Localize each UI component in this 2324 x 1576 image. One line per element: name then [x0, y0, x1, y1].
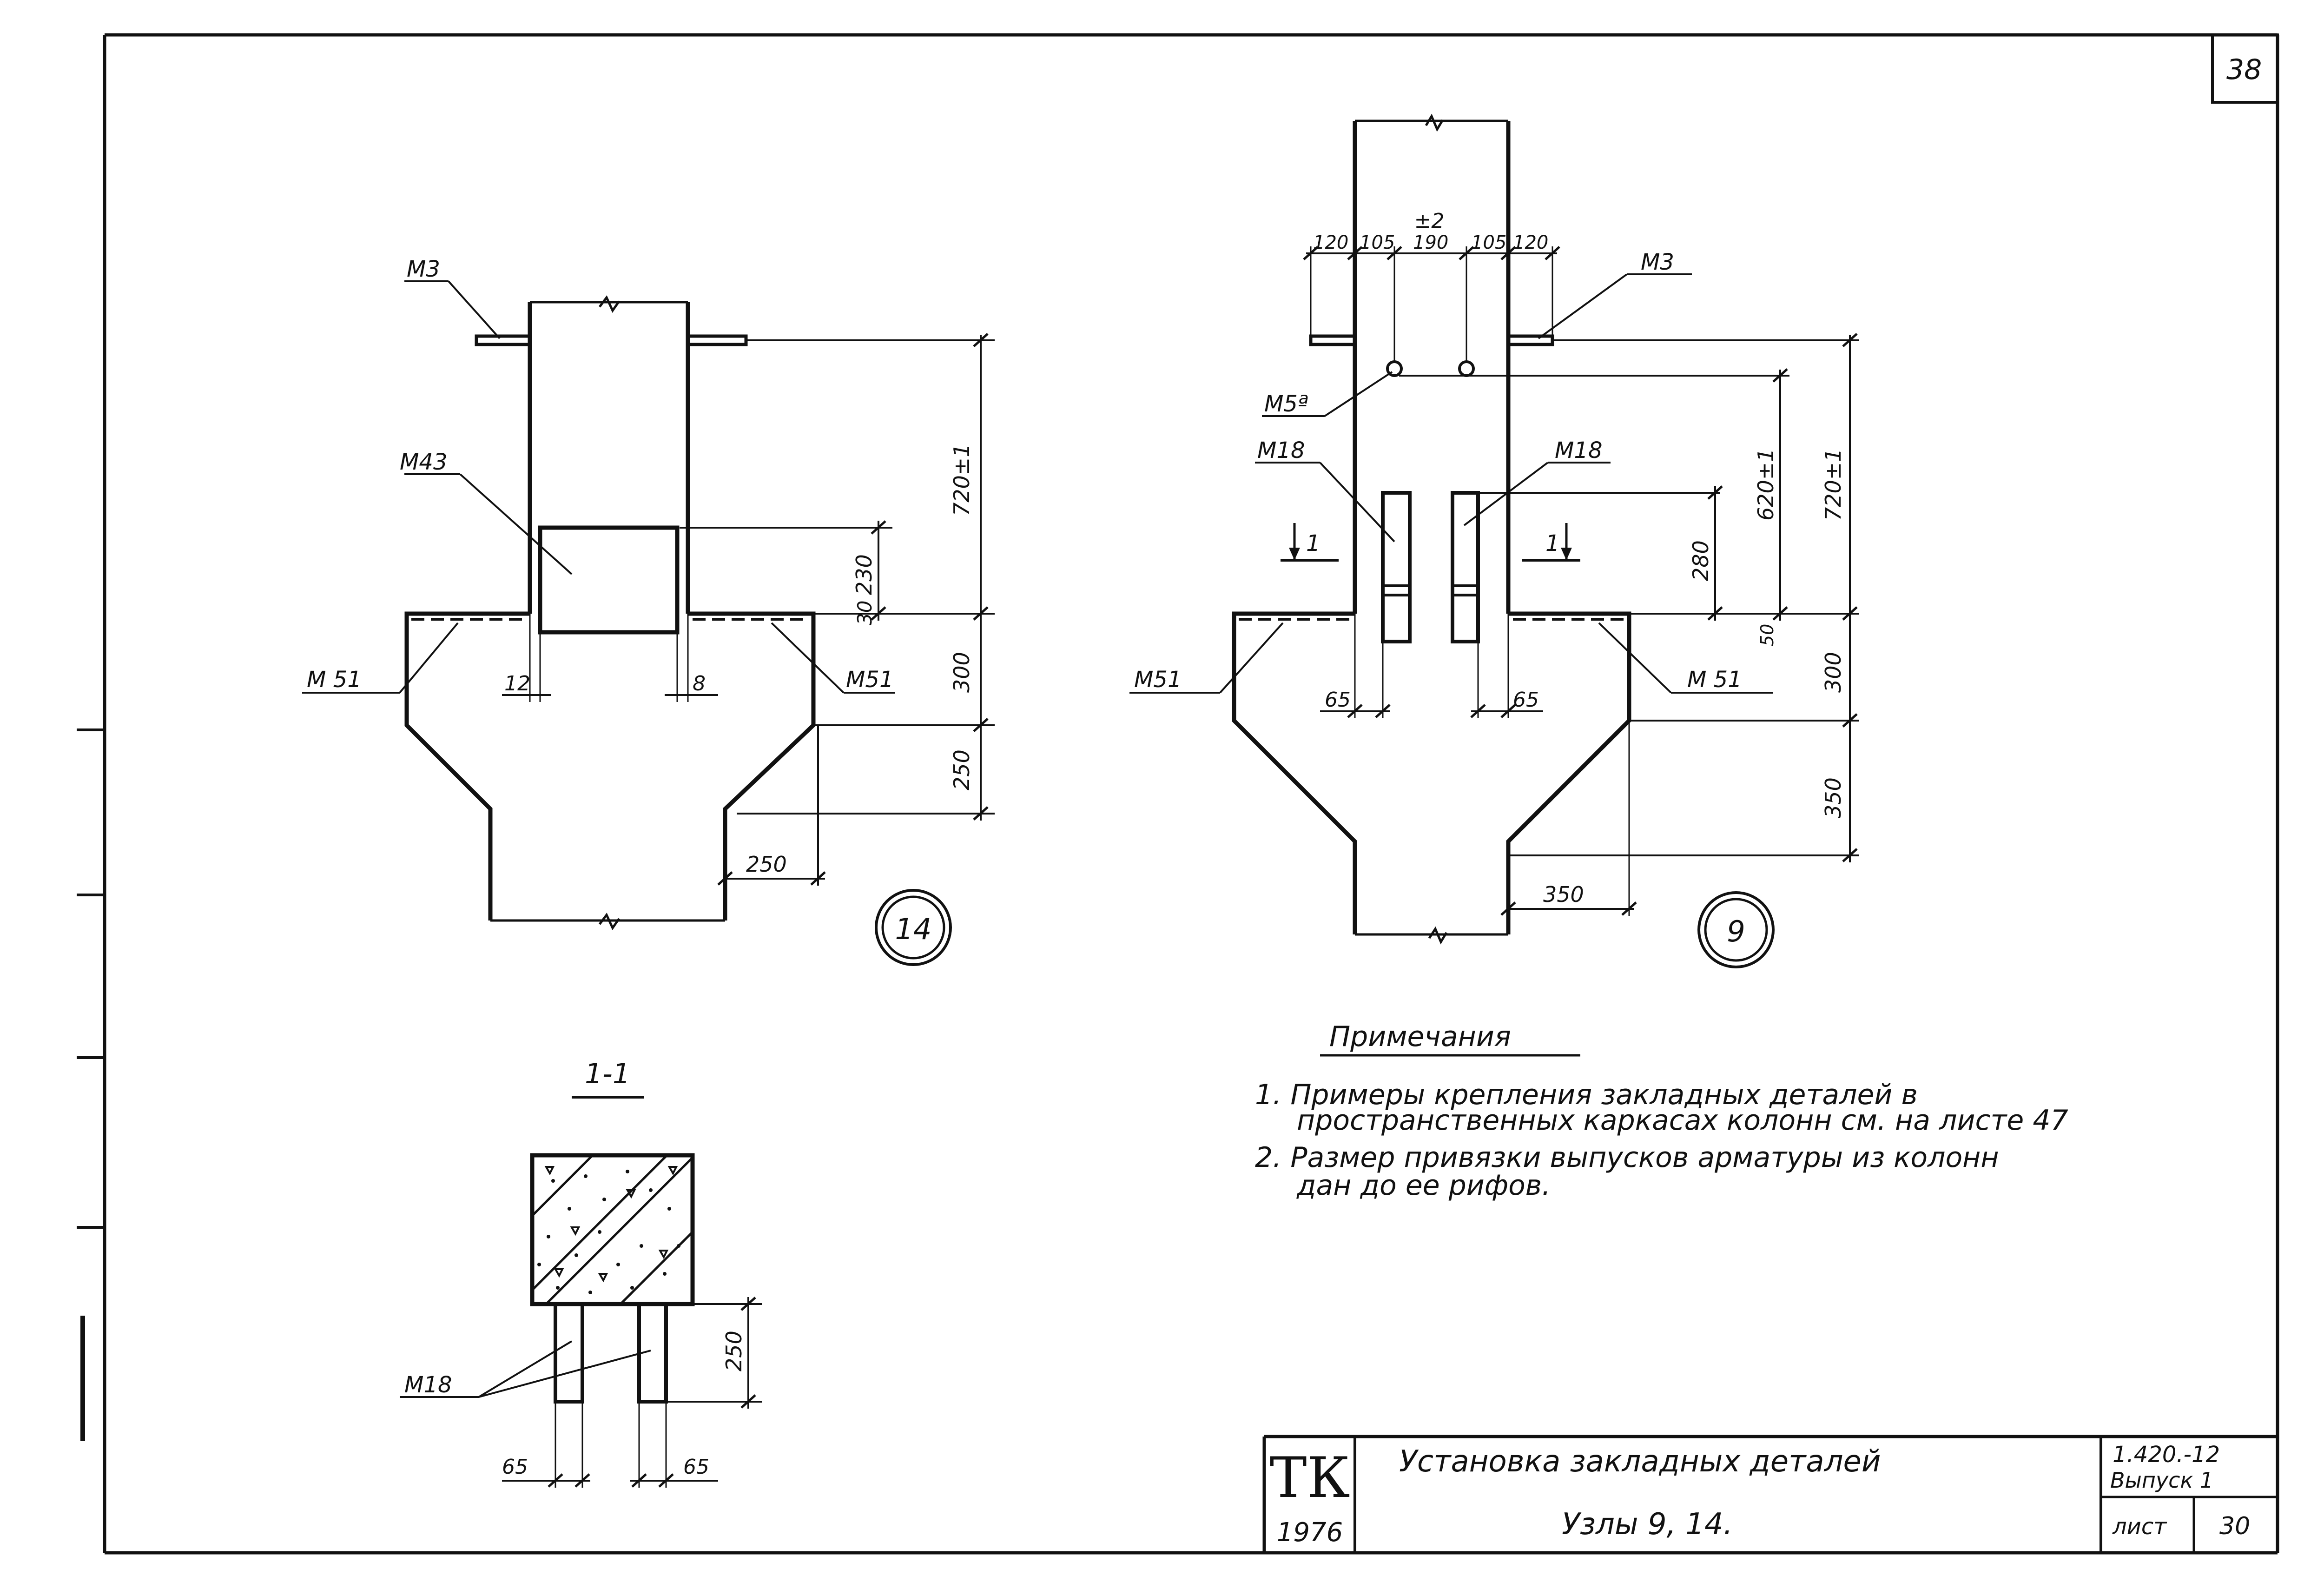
note-line-3: 2. Размер привязки выпусков арматуры из …	[1255, 1141, 1999, 1174]
node-14-drawing	[302, 280, 995, 966]
section-dim-250: 250	[721, 1331, 746, 1371]
node14-dim-8: 8	[693, 672, 706, 695]
node14-dim-300: 300	[949, 652, 974, 693]
section-title: 1-1	[585, 1058, 630, 1090]
page-number-box: 38	[2211, 33, 2279, 104]
node9-m18-left-label: М18	[1257, 437, 1305, 464]
node9-dim-65-right: 65	[1513, 688, 1539, 712]
sheet-number: 30	[2219, 1512, 2250, 1540]
node9-dim-120-left: 120	[1313, 232, 1348, 253]
node14-dim-30: 30	[853, 601, 876, 625]
node14-m43-label: М43	[400, 449, 448, 475]
node9-m51-right-label: М 51	[1687, 667, 1742, 693]
node9-m3-label: М3	[1641, 249, 1674, 275]
node9-cut-mark-right: 1	[1545, 530, 1560, 556]
node9-dim-350-horizontal: 350	[1543, 882, 1584, 907]
node-9-drawing	[1129, 113, 1859, 968]
title-block	[1262, 1435, 2278, 1554]
node14-dim-720: 720±1	[949, 444, 974, 516]
node9-dim-65-left: 65	[1325, 688, 1351, 712]
page-number: 38	[2226, 53, 2262, 86]
node9-dim-350-vertical: 350	[1821, 777, 1846, 818]
node9-m51-left-label: М51	[1134, 667, 1182, 693]
section-1-1-drawing	[400, 1096, 762, 1488]
drawing-frame	[77, 33, 2279, 1555]
node9-dim-280: 280	[1688, 540, 1713, 581]
drawing-title-line1: Установка закладных деталей	[1399, 1444, 1881, 1479]
node9-dim-120-right: 120	[1513, 232, 1548, 253]
note-line-1: 1. Примеры крепления закладных деталей в	[1255, 1079, 1918, 1111]
node9-dim-50: 50	[1757, 624, 1777, 646]
node9-badge-number: 9	[1727, 914, 1745, 948]
node14-m51-left-label: М 51	[307, 667, 362, 693]
node9-dim-720: 720±1	[1821, 448, 1846, 521]
note-line-2: пространственных каркасах колонн см. на …	[1297, 1104, 2068, 1137]
node9-dim-620: 620±1	[1753, 448, 1778, 521]
sheet-label: лист	[2112, 1514, 2167, 1540]
node9-m18-right-label: М18	[1555, 437, 1603, 464]
node9-dim-300: 300	[1821, 652, 1846, 693]
stamp-year: 1976	[1277, 1517, 1343, 1548]
section-m18-label: М18	[404, 1372, 452, 1398]
node14-badge-number: 14	[895, 912, 932, 946]
node14-m51-right-label: М51	[846, 667, 894, 693]
node14-m3-label: М3	[407, 256, 440, 282]
node14-dim-230: 230	[852, 554, 877, 595]
node9-m5a-label: М5ª	[1264, 391, 1308, 417]
node9-tolerance-label: ±2	[1414, 209, 1445, 233]
node14-dim-250-vertical: 250	[949, 749, 974, 790]
notes-heading: Примечания	[1329, 1020, 1511, 1053]
drawing-code: 1.420.-12	[2113, 1442, 2220, 1468]
drawing-title-line2: Узлы 9, 14.	[1562, 1507, 1733, 1542]
node9-cut-mark-left: 1	[1306, 530, 1320, 556]
node9-dim-105-right: 105	[1471, 232, 1506, 253]
note-line-4: дан до ее рифов.	[1296, 1169, 1551, 1202]
drawing-issue: Выпуск 1	[2110, 1468, 2213, 1493]
stamp-tk: ТК	[1270, 1446, 1350, 1510]
node9-dim-190: 190	[1413, 232, 1448, 253]
node14-dim-250-horizontal: 250	[746, 852, 787, 877]
node9-dim-105-left: 105	[1360, 232, 1395, 253]
section-dim-65-right: 65	[683, 1455, 709, 1479]
section-dim-65-left: 65	[502, 1455, 528, 1479]
node14-dim-12: 12	[504, 672, 530, 695]
